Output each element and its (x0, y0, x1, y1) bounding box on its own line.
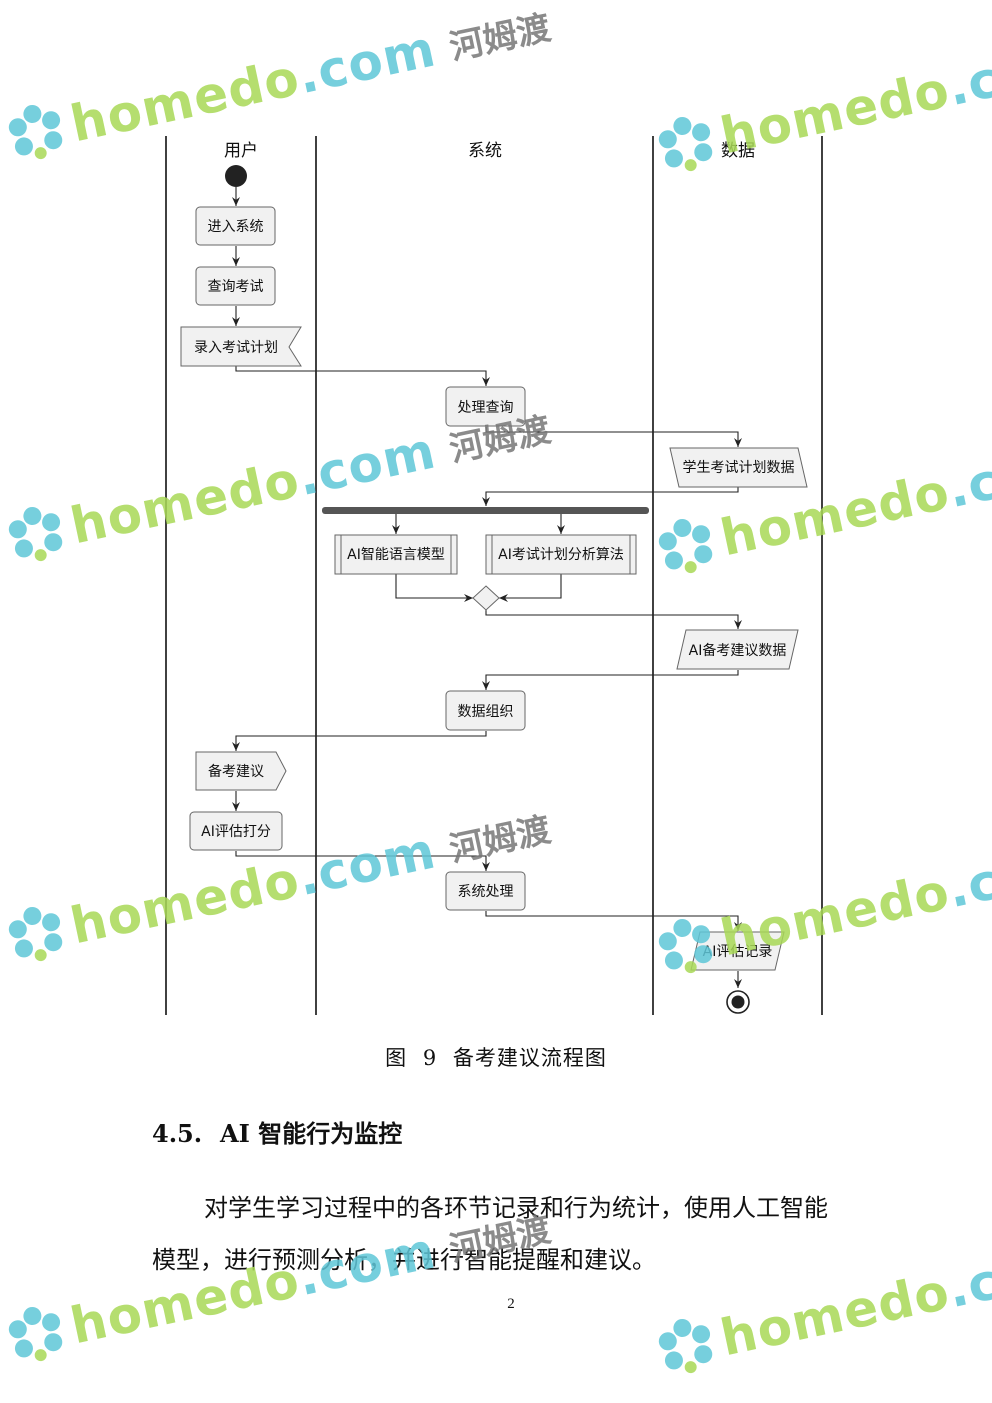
caption-label: 图 (385, 1046, 408, 1070)
lane-title-system: 系统 (468, 141, 502, 161)
data-plan-data: 学生考试计划数据 (669, 447, 808, 488)
action-ai-language-model-label: AI智能语言模型 (347, 547, 445, 563)
lane-title-user: 用户 (224, 141, 258, 161)
action-ai-language-model: AI智能语言模型 (334, 534, 458, 575)
merge-diamond (472, 585, 500, 611)
end-node (726, 990, 750, 1014)
start-node (225, 165, 247, 187)
data-ai-record: AI评估记录 (690, 931, 785, 971)
section-heading: 4.5. AI 智能行为监控 (152, 1114, 402, 1149)
caption-title: 备考建议流程图 (452, 1046, 607, 1070)
signal-input-plan: 录入考试计划 (180, 326, 302, 367)
figure-caption: 图 9 备考建议流程图 (0, 1042, 992, 1072)
action-process-query: 处理查询 (445, 386, 526, 427)
action-query-exam-label: 查询考试 (208, 279, 264, 295)
fork-bar (322, 507, 649, 514)
watermark-text: home (715, 1277, 885, 1368)
action-ai-plan-algorithm-label: AI考试计划分析算法 (498, 547, 624, 563)
data-ai-advice-data-label: AI备考建议数据 (689, 642, 787, 659)
flow-arrows (232, 187, 742, 988)
signal-input-plan-label: 录入考试计划 (194, 340, 278, 356)
data-ai-record-label: AI评估记录 (703, 944, 773, 960)
page-number: 2 (507, 1296, 515, 1312)
action-ai-scoring: AI评估打分 (189, 811, 283, 851)
signal-advice-label: 备考建议 (208, 763, 264, 780)
action-data-organize-label: 数据组织 (458, 704, 514, 720)
swimlane-borders (165, 136, 823, 1015)
section-title: AI 智能行为监控 (220, 1119, 403, 1148)
section-number: 4.5. (152, 1119, 203, 1148)
caption-number: 9 (422, 1046, 438, 1070)
action-enter-system-label: 进入系统 (208, 219, 264, 235)
data-ai-advice-data: AI备考建议数据 (676, 629, 799, 670)
action-enter-system: 进入系统 (195, 206, 276, 246)
data-plan-data-label: 学生考试计划数据 (683, 460, 795, 476)
signal-advice: 备考建议 (195, 751, 287, 791)
flower-logo-icon (658, 1318, 713, 1374)
action-process-query-label: 处理查询 (458, 400, 514, 416)
action-data-organize: 数据组织 (445, 690, 526, 731)
action-system-process: 系统处理 (445, 871, 526, 911)
action-ai-scoring-label: AI评估打分 (201, 823, 271, 840)
action-system-process-label: 系统处理 (458, 884, 514, 900)
lane-title-data: 数据 (721, 141, 755, 161)
action-query-exam: 查询考试 (195, 266, 276, 306)
body-paragraph: 对学生学习过程中的各环节记录和行为统计，使用人工智能 模型，进行预测分析，并进行… (152, 1194, 828, 1274)
activity-diagram: 用户 系统 数据 进入系统 查询考试 录入考试计划 处理查 (165, 136, 823, 1015)
action-ai-plan-algorithm: AI考试计划分析算法 (485, 534, 637, 575)
